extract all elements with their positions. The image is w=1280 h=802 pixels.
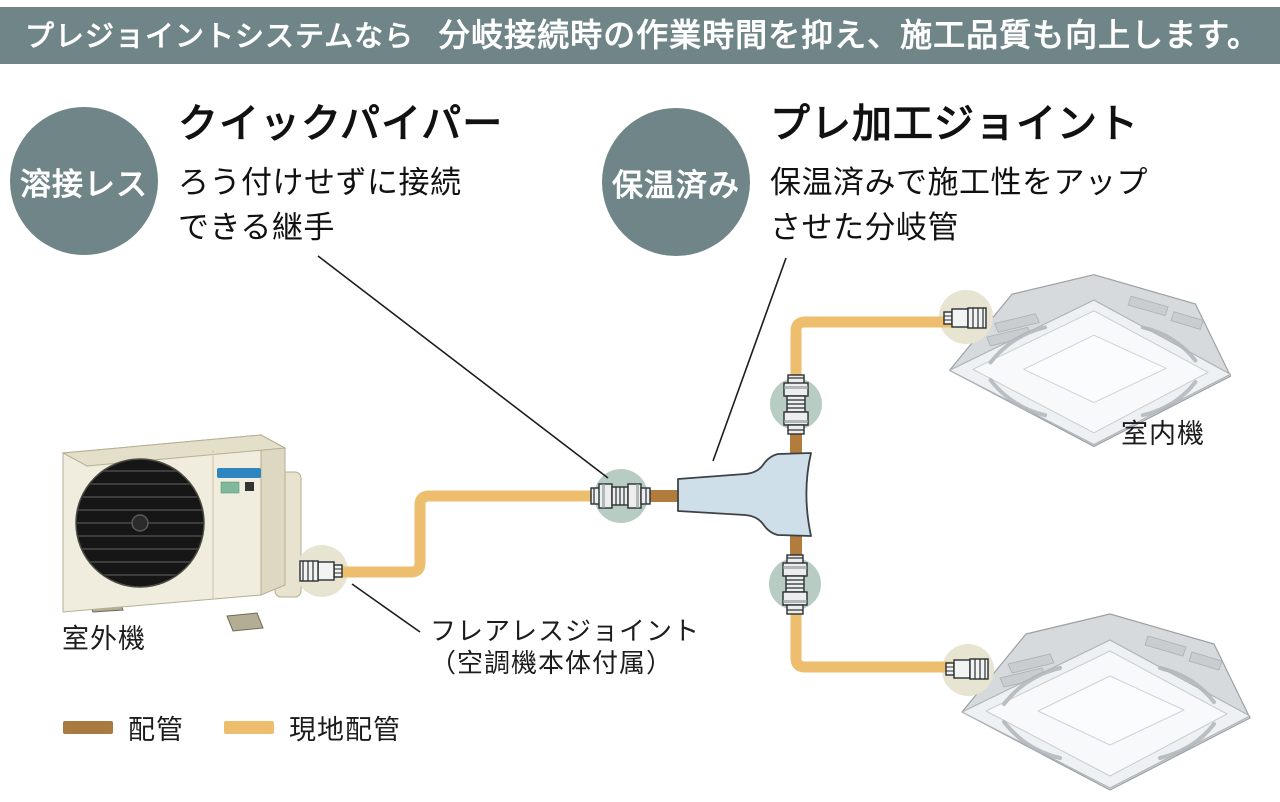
insulated-badge-label: 保温済み (612, 167, 740, 203)
feature-pre-processed-joint: プレ加工ジョイント 保温済みで施工性をアップ させた分岐管 (770, 100, 1148, 250)
legend-swatch-field-pipe (224, 721, 274, 734)
outdoor-fan-grille (75, 458, 205, 588)
quick-piper-description: ろう付けせずに接続 できる継手 (178, 165, 462, 245)
outdoor-unit-label: 室外機 (62, 624, 146, 654)
legend-item-pipe: 配管 (63, 708, 184, 747)
header-bar: プレジョイントシステムなら分岐接続時の作業時間を抑え、施工品質も向上します。 (0, 7, 1280, 64)
outdoor-top-face (61, 434, 287, 467)
weldless-badge: 溶接レス (10, 107, 158, 255)
quick-piper-joint-top (783, 374, 809, 435)
quick-piper-title: クイックパイパー (178, 102, 504, 146)
quick-piper-joint-main (590, 483, 651, 509)
header-highlight-text: プレジョイントシステムなら (25, 21, 415, 53)
outdoor-unit-illustration (61, 434, 302, 632)
field-pipe-outdoor-to-joint (338, 490, 597, 578)
quick-piper-joint-bottom (782, 554, 808, 615)
weldless-badge-label: 溶接レス (20, 166, 148, 202)
indoor-unit-label: 室内機 (1121, 419, 1205, 449)
spec-label (245, 482, 254, 491)
legend-item-field-pipe: 現地配管 (224, 708, 401, 747)
pre-processed-joint-title: プレ加工ジョイント (770, 102, 1139, 146)
leader-line-flareless (351, 583, 421, 633)
field-pipe-branch-top (790, 316, 952, 381)
leader-lines (317, 255, 787, 633)
legend-label-pipe: 配管 (128, 715, 184, 745)
pre-processed-joint-description: 保温済みで施工性をアップ させた分岐管 (770, 165, 1148, 245)
eco-label (220, 481, 240, 494)
header-message-text: 分岐接続時の作業時間を抑え、施工品質も向上します。 (438, 17, 1260, 53)
outdoor-foot-right (226, 612, 264, 632)
pre-processed-tjoint (677, 452, 812, 537)
feature-quick-piper: クイックパイパー ろう付けせずに接続 できる継手 (178, 100, 503, 250)
legend-swatch-pipe (63, 721, 113, 734)
field-pipe-branch-bottom (790, 607, 952, 673)
leader-line-quick-piper (317, 255, 609, 479)
insulated-badge: 保温済み (602, 108, 750, 256)
field-pipes (338, 316, 952, 673)
flareless-joint-label: フレアレスジョイント （空調機本体付属） (430, 616, 701, 678)
leader-line-tjoint (712, 257, 787, 462)
legend-label-field-pipe: 現地配管 (289, 715, 401, 745)
brand-logo (217, 468, 261, 478)
pipe-legend: 配管 現地配管 (63, 708, 401, 747)
